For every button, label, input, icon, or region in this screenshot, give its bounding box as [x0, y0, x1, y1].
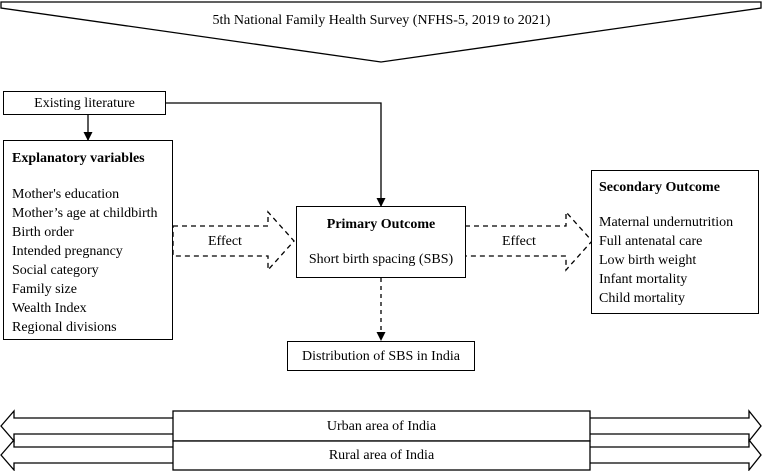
explanatory-variables-list: Mother's education Mother’s age at child… — [12, 185, 158, 337]
effect-label-right: Effect — [502, 234, 536, 249]
dashed-arrow-effect-left — [172, 210, 295, 272]
secondary-item: Child mortality — [599, 291, 685, 306]
explanatory-item: Family size — [12, 282, 77, 297]
explanatory-item: Birth order — [12, 225, 74, 240]
arrow-literature-to-primary — [166, 102, 386, 207]
explanatory-item: Wealth Index — [12, 301, 87, 316]
explanatory-item: Regional divisions — [12, 320, 117, 335]
rural-band-label-box — [172, 440, 591, 471]
explanatory-item: Mother’s age at childbirth — [12, 206, 158, 221]
dashed-arrow-effect-right — [464, 210, 593, 272]
explanatory-variables-title: Explanatory variables — [12, 151, 145, 166]
explanatory-variables-box: Explanatory variables Mother's education… — [3, 140, 173, 340]
secondary-item: Infant mortality — [599, 272, 688, 287]
explanatory-item: Mother's education — [12, 187, 120, 202]
primary-outcome-subtitle: Short birth spacing (SBS) — [308, 252, 454, 267]
explanatory-item: Social category — [12, 263, 99, 278]
urban-band-label-box — [172, 410, 591, 442]
urban-band-label: Urban area of India — [326, 419, 437, 434]
secondary-item: Low birth weight — [599, 253, 697, 268]
secondary-outcome-box: Secondary Outcome Maternal undernutritio… — [591, 170, 759, 314]
secondary-outcome-title: Secondary Outcome — [599, 180, 720, 195]
existing-literature-label: Existing literature — [34, 96, 135, 111]
secondary-item: Maternal undernutrition — [599, 215, 734, 230]
header-title: 5th National Family Health Survey (NFHS-… — [212, 13, 551, 28]
existing-literature-box: Existing literature — [3, 91, 166, 115]
secondary-item: Full antenatal care — [599, 234, 703, 249]
secondary-outcome-list: Maternal undernutrition Full antenatal c… — [599, 213, 733, 308]
header-chevron — [0, 1, 762, 63]
effect-label-left: Effect — [208, 234, 242, 249]
primary-outcome-title: Primary Outcome — [326, 217, 436, 232]
distribution-label: Distribution of SBS in India — [302, 349, 460, 364]
rural-band-label: Rural area of India — [328, 448, 435, 463]
explanatory-item: Intended pregnancy — [12, 244, 123, 259]
primary-outcome-box: Primary Outcome Short birth spacing (SBS… — [296, 206, 466, 278]
distribution-box: Distribution of SBS in India — [287, 341, 475, 371]
